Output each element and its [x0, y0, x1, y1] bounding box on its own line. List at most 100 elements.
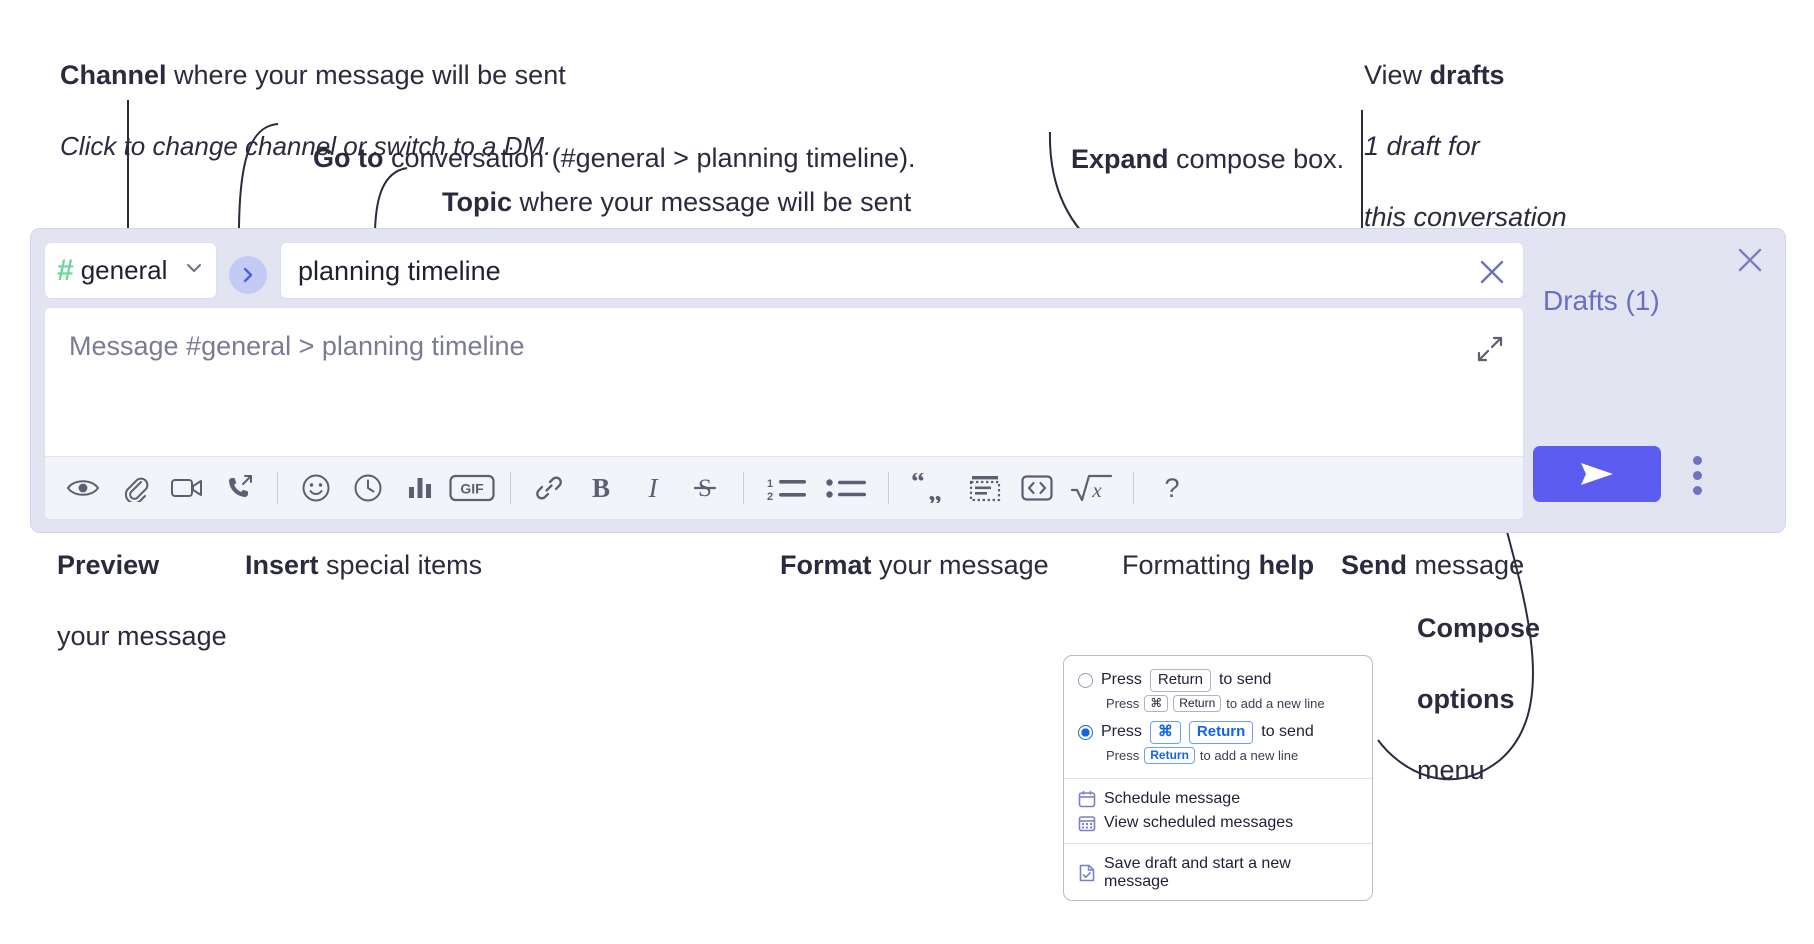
- ordered-list-icon: 1 2: [767, 478, 806, 502]
- menu-option-return-to-send[interactable]: Press Return to send: [1064, 666, 1372, 695]
- menu-item-schedule-message[interactable]: Schedule message: [1064, 787, 1372, 811]
- menu-option2-press: Press: [1101, 723, 1142, 741]
- math-icon: x: [1070, 474, 1113, 502]
- send-button[interactable]: [1533, 446, 1661, 502]
- menu-option1-tail: to send: [1218, 671, 1272, 689]
- annotation-goto: Go to conversation (#general > planning …: [283, 105, 916, 212]
- video-button[interactable]: [161, 464, 213, 512]
- attachment-icon: [124, 477, 149, 502]
- strikethrough-icon: S: [693, 475, 717, 502]
- ordered-list-button[interactable]: 1 2: [756, 464, 816, 512]
- link-icon: [536, 476, 562, 500]
- hash-icon: #: [57, 253, 74, 287]
- channel-name: general: [80, 255, 168, 285]
- annotation-drafts-prefix: View: [1364, 59, 1430, 90]
- formatting-help-button[interactable]: ?: [1146, 464, 1198, 512]
- svg-text:x: x: [1091, 478, 1102, 502]
- inline-code-icon: [1021, 475, 1053, 501]
- menu-item-label: View scheduled messages: [1104, 813, 1294, 831]
- annotation-goto-rest: conversation (#general > planning timeli…: [383, 142, 916, 173]
- bullet-list-icon: [826, 479, 866, 498]
- menu-option2-sub-tail: to add a new line: [1199, 747, 1299, 763]
- inline-code-button[interactable]: [1011, 464, 1063, 512]
- annotation-compose-options-rest: menu: [1417, 755, 1485, 786]
- compose-options-menu: Press Return to send Press ⌘ Return to a…: [1063, 655, 1373, 901]
- annotation-topic-bold: Topic: [442, 186, 513, 217]
- toolbar-separator: [743, 472, 744, 504]
- panel-close-button[interactable]: [1733, 243, 1767, 277]
- toolbar-separator: [888, 472, 889, 504]
- annotation-help-prefix: Formatting: [1122, 549, 1259, 580]
- bold-button[interactable]: B: [575, 464, 627, 512]
- math-button[interactable]: x: [1063, 464, 1121, 512]
- code-block-icon: [969, 476, 1001, 502]
- menu-option2-tail: to send: [1261, 723, 1314, 741]
- menu-item-save-draft[interactable]: Save draft and start a new message: [1064, 852, 1372, 894]
- blockquote-button[interactable]: “ „: [901, 464, 959, 512]
- message-input-box[interactable]: Message #general > planning timeline: [44, 307, 1524, 520]
- annotation-help-bold: help: [1258, 549, 1315, 580]
- formatting-help-icon: ?: [1164, 473, 1179, 503]
- bullet-list-button[interactable]: [816, 464, 876, 512]
- menu-option2-sub: Press Return to add a new line: [1064, 746, 1372, 770]
- annotation-expand-rest: compose box.: [1168, 143, 1345, 174]
- annotation-expand: Expand compose box.: [1041, 106, 1344, 213]
- chevron-down-icon: [184, 258, 204, 283]
- clock-icon: [354, 474, 382, 502]
- drafts-link[interactable]: Drafts (1): [1543, 285, 1660, 316]
- svg-text:B: B: [592, 473, 610, 503]
- menu-option1-sub-tail: to add a new line: [1226, 695, 1325, 711]
- compose-options-button[interactable]: [1685, 450, 1709, 500]
- huddle-call-icon: [229, 475, 252, 497]
- italic-button[interactable]: I: [627, 464, 679, 512]
- annotation-channel-bold: Channel: [60, 59, 167, 90]
- menu-option1-sub-press: Press: [1106, 695, 1140, 711]
- toolbar-separator: [1133, 472, 1134, 504]
- svg-text:?: ?: [1164, 473, 1179, 503]
- message-placeholder: Message #general > planning timeline: [69, 331, 525, 361]
- annotation-format-bold: Format: [780, 549, 872, 580]
- compose-left-column: # general planning timeline: [44, 242, 1524, 520]
- strikethrough-button[interactable]: S: [679, 464, 731, 512]
- link-button[interactable]: [523, 464, 575, 512]
- toolbar-separator: [277, 472, 278, 504]
- annotation-drafts-italic1: 1 draft for: [1364, 130, 1480, 161]
- annotation-goto-bold: Go to: [313, 142, 384, 173]
- annotation-format: Format your message: [750, 512, 1049, 619]
- annotation-topic: Topic where your message will be sent: [412, 149, 911, 256]
- preview-button[interactable]: [57, 464, 109, 512]
- expand-icon: [1477, 336, 1503, 362]
- annotation-channel-rest: where your message will be sent: [166, 59, 566, 90]
- annotation-expand-bold: Expand: [1071, 143, 1169, 174]
- chevron-right-icon: [243, 267, 253, 283]
- huddle-call-button[interactable]: [213, 464, 265, 512]
- goto-conversation-button[interactable]: [229, 256, 267, 294]
- expand-compose-button[interactable]: [1475, 334, 1505, 364]
- menu-item-label: Save draft and start a new message: [1104, 854, 1291, 890]
- menu-option-cmd-return-to-send[interactable]: Press ⌘ Return to send: [1064, 718, 1372, 747]
- menu-item-view-scheduled[interactable]: View scheduled messages: [1064, 811, 1372, 835]
- code-block-button[interactable]: [959, 464, 1011, 512]
- clock-button[interactable]: [342, 464, 394, 512]
- gif-button[interactable]: GIF: [446, 464, 498, 512]
- annotation-compose-options-bold2: options: [1417, 683, 1515, 714]
- toolbar-separator: [510, 472, 511, 504]
- annotation-drafts: View drafts 1 draft for this conversatio…: [1334, 22, 1567, 271]
- annotation-compose-options-bold1: Compose: [1417, 612, 1541, 643]
- svg-text:2: 2: [767, 491, 773, 502]
- gif-icon: GIF: [449, 474, 495, 502]
- more-options-icon: [1692, 470, 1702, 480]
- key-return: Return: [1173, 694, 1222, 712]
- topic-value: planning timeline: [298, 256, 501, 286]
- poll-button[interactable]: [394, 464, 446, 512]
- menu-divider: [1064, 842, 1372, 844]
- annotation-insert-bold: Insert: [245, 549, 319, 580]
- menu-option1-sub: Press ⌘ Return to add a new line: [1064, 694, 1372, 718]
- channel-selector[interactable]: # general: [44, 242, 217, 299]
- topic-clear-button[interactable]: [1475, 255, 1509, 289]
- key-command: ⌘: [1144, 694, 1169, 712]
- topic-field[interactable]: planning timeline: [280, 242, 1524, 299]
- emoji-button[interactable]: [290, 464, 342, 512]
- svg-text:“: “: [911, 473, 925, 498]
- attachment-button[interactable]: [109, 464, 161, 512]
